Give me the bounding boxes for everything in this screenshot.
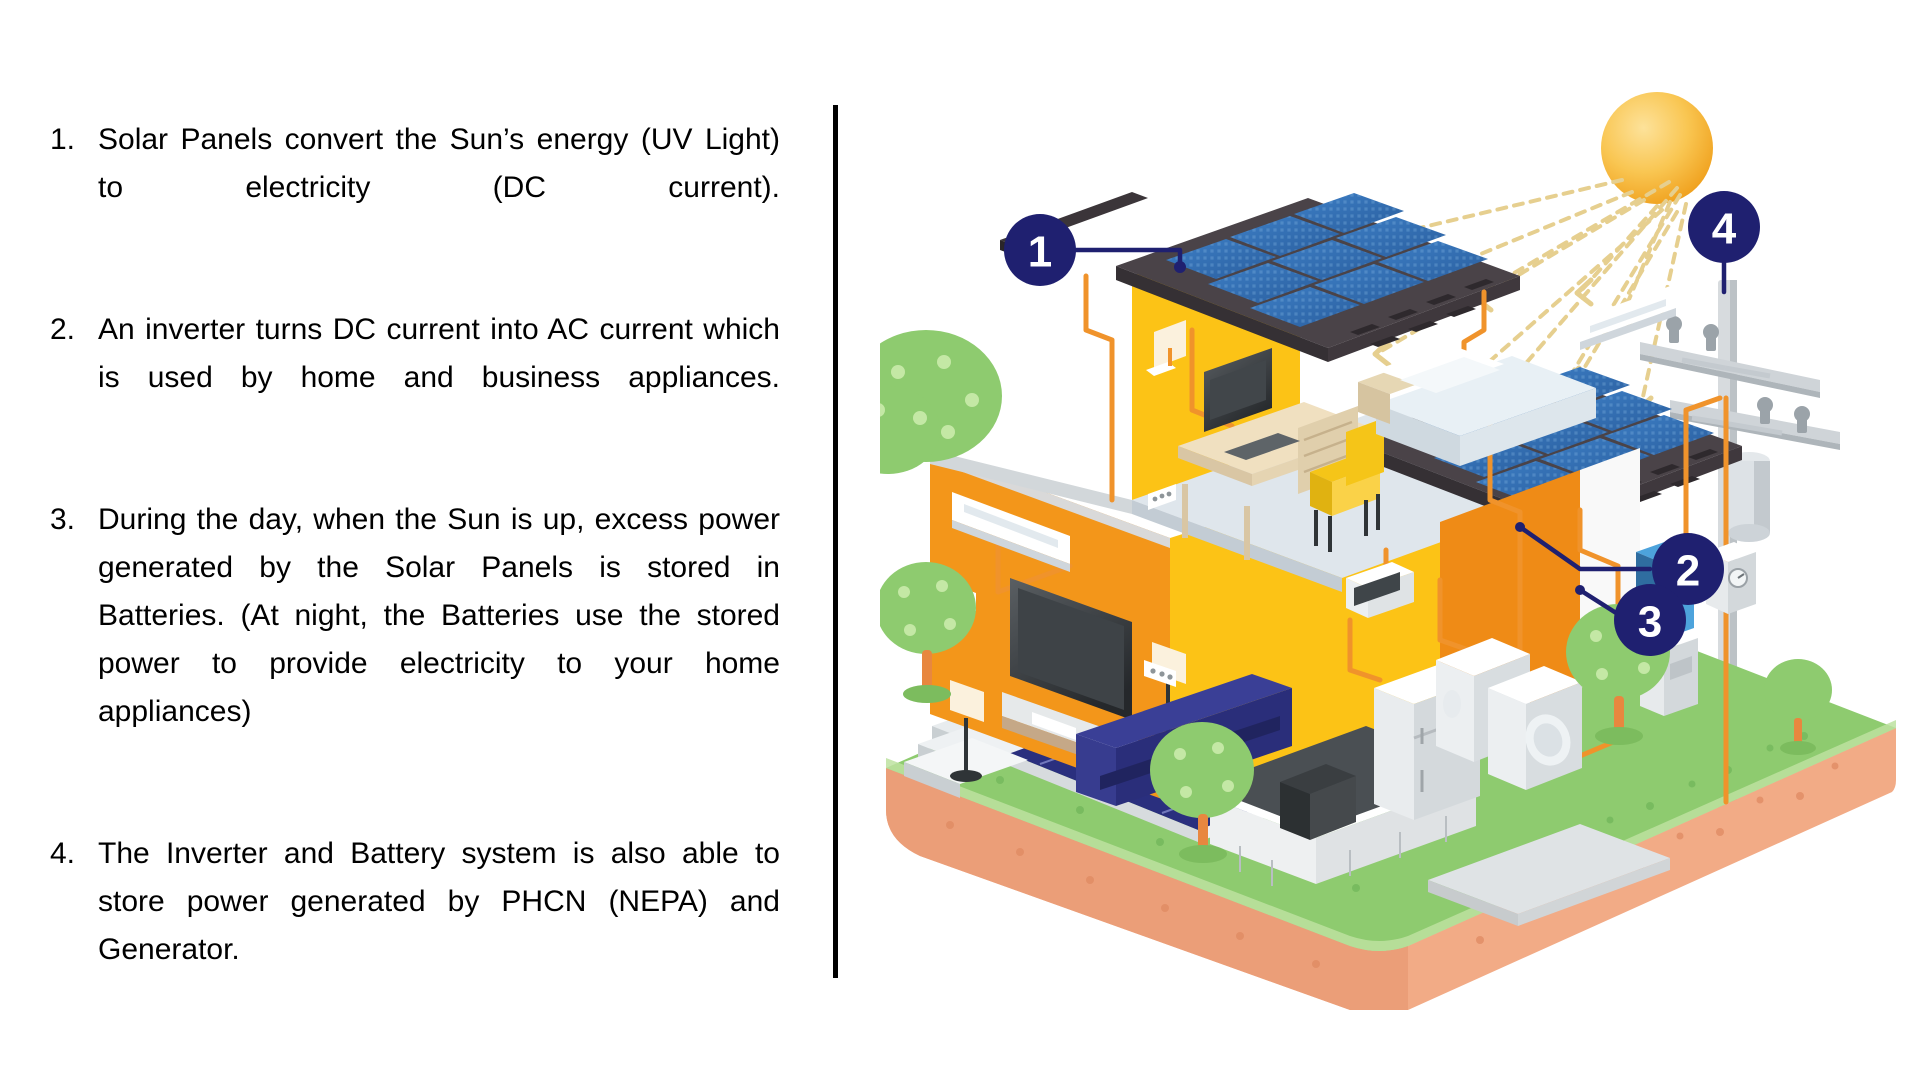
wall-socket-icon bbox=[1144, 660, 1176, 687]
attic-socket-icon bbox=[1148, 484, 1176, 510]
bed-icon bbox=[1358, 344, 1596, 466]
keyboard-icon bbox=[1224, 433, 1300, 460]
callout-leader-dots bbox=[1174, 261, 1585, 595]
tree-front-icon bbox=[1150, 722, 1254, 863]
list-item-text: During the day, when the Sun is up, exce… bbox=[98, 503, 780, 728]
callout-badge-2[interactable]: 2 bbox=[1652, 533, 1724, 605]
oven-icon bbox=[1280, 764, 1356, 840]
list-item: 2. An inverter turns DC current into AC … bbox=[50, 306, 780, 450]
callout-badge-3-label: 3 bbox=[1638, 598, 1662, 647]
callout-badge-2-label: 2 bbox=[1676, 547, 1700, 596]
callout-badge-4[interactable]: 4 bbox=[1688, 191, 1760, 263]
vertical-divider bbox=[833, 105, 838, 978]
air-conditioner-icon bbox=[952, 492, 1070, 572]
list-item-number: 4. bbox=[50, 837, 76, 870]
control-panel-icon bbox=[1346, 562, 1414, 618]
list-item-text: Solar Panels convert the Sun’s energy (U… bbox=[98, 123, 780, 204]
tree-left-icon bbox=[880, 562, 976, 703]
callout-badge-3[interactable]: 3 bbox=[1614, 584, 1686, 656]
list-item-number: 1. bbox=[50, 123, 76, 156]
tree-back-large-icon bbox=[880, 330, 1002, 474]
callout-badge-1-label: 1 bbox=[1028, 228, 1052, 277]
callout-badge-1[interactable]: 1 bbox=[1004, 214, 1076, 286]
list-item-text: An inverter turns DC current into AC cur… bbox=[98, 313, 780, 394]
list-item-number: 3. bbox=[50, 503, 76, 536]
sun-icon bbox=[1601, 92, 1713, 204]
list-item: 3. During the day, when the Sun is up, e… bbox=[50, 496, 780, 784]
roof-left bbox=[1000, 192, 1520, 362]
floor-lamp-left-icon bbox=[950, 680, 984, 782]
office-chair-icon bbox=[1310, 418, 1384, 552]
explanation-list: 1. Solar Panels convert the Sun’s energy… bbox=[50, 116, 780, 1022]
bedroom-air-conditioner-icon bbox=[1580, 284, 1676, 350]
list-item: 1. Solar Panels convert the Sun’s energy… bbox=[50, 116, 780, 260]
washing-machine-icon bbox=[1488, 666, 1582, 790]
list-item-number: 2. bbox=[50, 313, 76, 346]
wall-tv-icon bbox=[1010, 578, 1132, 720]
list-item-text: The Inverter and Battery system is also … bbox=[98, 837, 780, 966]
solar-house-diagram: 1 2 3 4 bbox=[880, 80, 1900, 1010]
rooftop-solar-panels-left bbox=[1166, 193, 1488, 327]
list-item: 4. The Inverter and Battery system is al… bbox=[50, 830, 780, 1022]
callout-badge-4-label: 4 bbox=[1712, 205, 1737, 254]
attic-wall-lamp-icon bbox=[1146, 320, 1186, 376]
tree-far-right-icon bbox=[1764, 659, 1832, 755]
